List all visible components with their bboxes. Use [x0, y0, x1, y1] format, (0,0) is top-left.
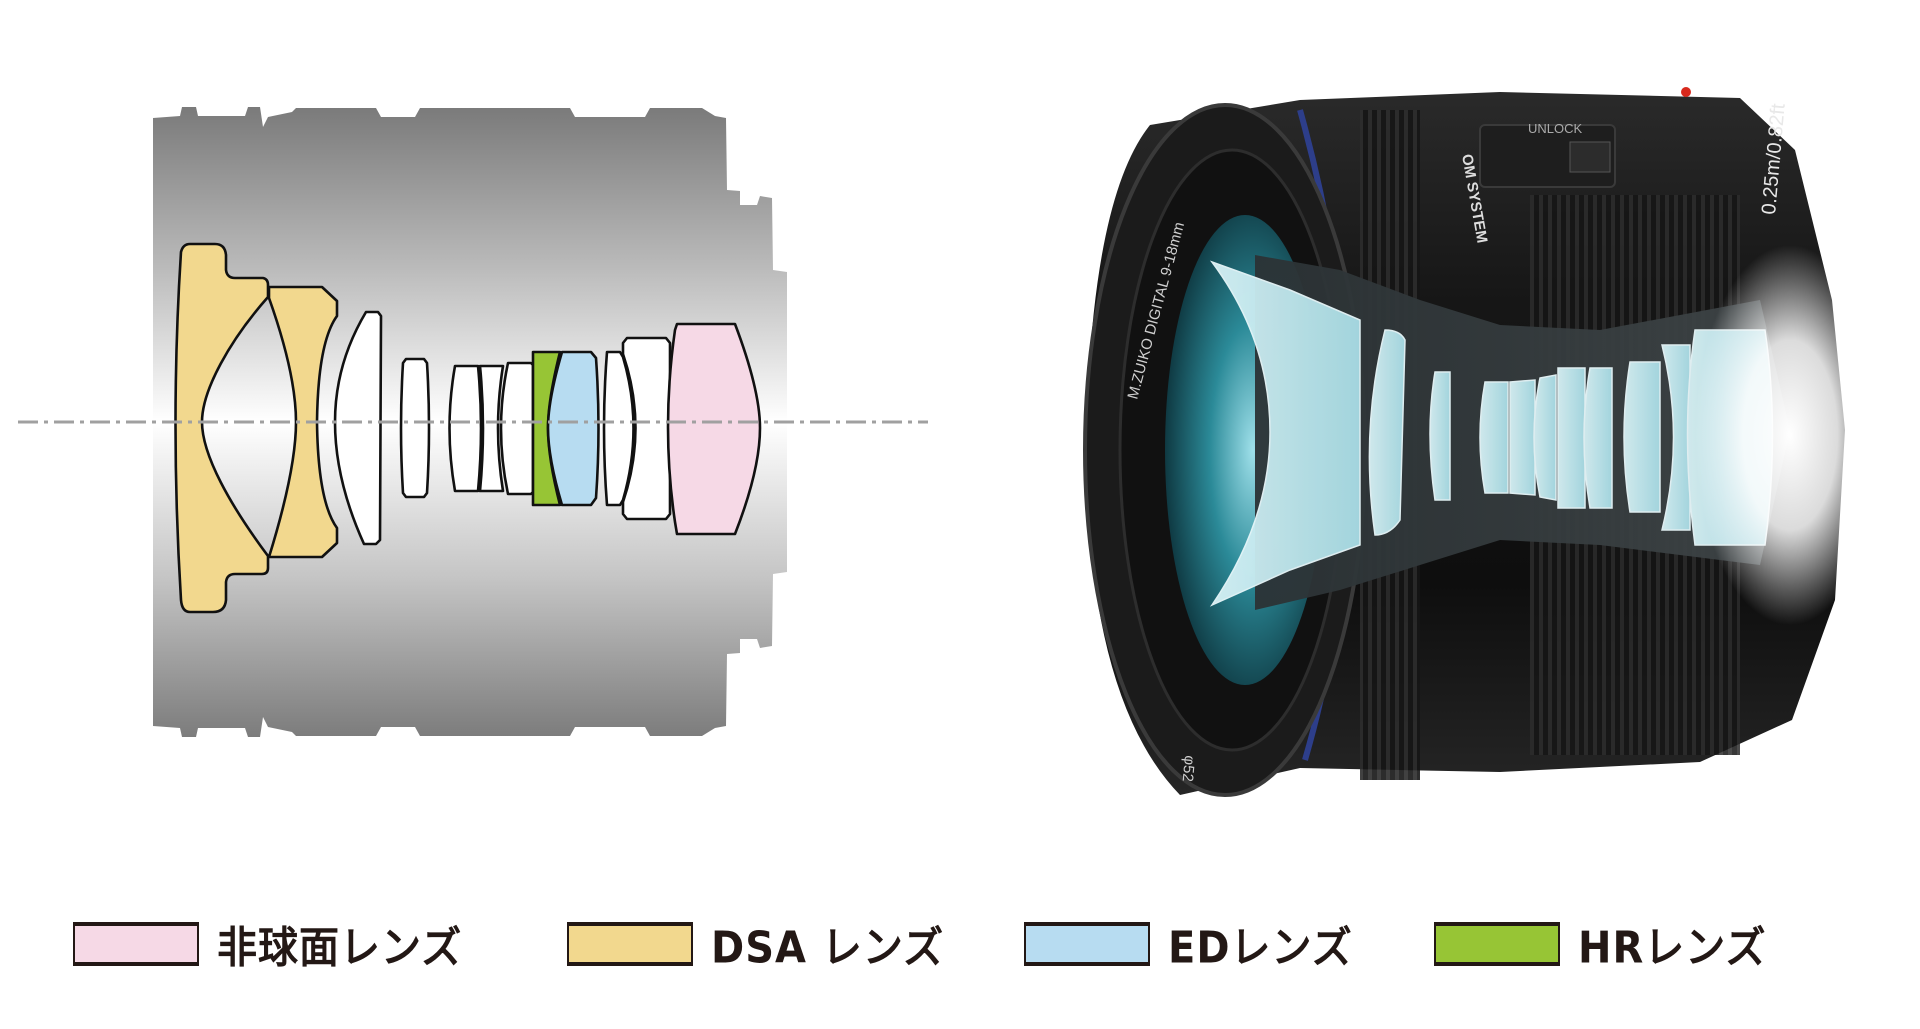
lens-element-aspherical	[666, 322, 762, 536]
legend-label-hr: HRレンズ	[1578, 923, 1767, 974]
unlock-label: UNLOCK	[1528, 121, 1583, 136]
legend-swatch-dsa	[567, 922, 693, 966]
cutaway-element	[1429, 371, 1451, 501]
lens-element-standard	[333, 310, 383, 546]
lens-element-standard	[448, 364, 483, 493]
cutaway-element	[1368, 329, 1406, 536]
lens-cutaway-photo: UNLOCK OM SYSTEM 0.25m/0.82ft M.ZUIKO DI…	[1083, 87, 1885, 797]
lens-element-standard	[499, 361, 535, 496]
legend-item-ed: EDレンズ	[1024, 919, 1353, 973]
lens-element-standard	[399, 357, 431, 499]
legend-label-ed: EDレンズ	[1168, 923, 1353, 974]
cutaway-element	[1479, 381, 1509, 494]
legend-label-dsa: DSA レンズ	[711, 923, 945, 974]
lens-element-dsa	[174, 242, 270, 614]
unlock-switch-knob	[1569, 141, 1611, 173]
cutaway-element	[1209, 260, 1361, 607]
legend-label-aspherical: 非球面レンズ	[217, 923, 463, 974]
cutaway-element	[1583, 367, 1613, 509]
legend-item-dsa: DSA レンズ	[567, 919, 944, 973]
lens-element-ed	[546, 350, 600, 507]
legend-swatch-hr	[1434, 922, 1560, 966]
rear-light-glow	[1695, 245, 1885, 625]
cutaway-element	[1557, 367, 1586, 509]
lens-element-standard	[478, 364, 505, 493]
red-index-dot	[1681, 87, 1691, 97]
legend-swatch-aspherical	[73, 922, 199, 966]
lens-elements	[174, 242, 762, 614]
lens-element-dsa	[267, 285, 339, 559]
legend-item-hr: HRレンズ	[1434, 919, 1766, 973]
cutaway-element	[1533, 374, 1557, 501]
filter-size-marking: φ52	[1179, 755, 1198, 783]
cutaway-element	[1509, 379, 1536, 496]
legend-item-aspherical: 非球面レンズ	[73, 919, 462, 973]
cutaway-element	[1623, 361, 1661, 513]
lens-element-standard	[621, 336, 672, 521]
legend-swatch-ed	[1024, 922, 1150, 966]
lens-cross-section-diagram	[18, 107, 928, 737]
cutaway-element	[1661, 344, 1691, 531]
